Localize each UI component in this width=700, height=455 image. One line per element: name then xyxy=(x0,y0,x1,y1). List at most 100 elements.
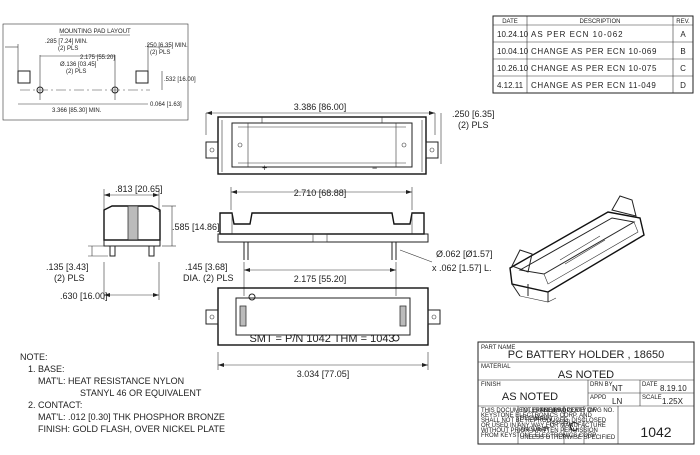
side-dim-base: .630 [16.00] xyxy=(60,291,108,301)
bottom-view: .145 [3.68] DIA. (2) PLS 2.175 [55.20] S… xyxy=(183,262,441,379)
angular-label: ANGULAR xyxy=(520,427,550,433)
scale-label: SCALE xyxy=(642,395,662,401)
rev-row-date: 4.12.11 xyxy=(497,81,524,90)
rev-row-date: 10.04.10 xyxy=(497,47,529,56)
revision-table: DATE DESCRIPTION REV. 10.24.10 AS PER EC… xyxy=(492,15,694,94)
bottom-tab-right xyxy=(427,309,441,325)
mounting-pad-layout: MOUNTING PAD LAYOUT .285 [7.24] MIN. (2)… xyxy=(2,23,196,121)
battery-cavity xyxy=(231,122,413,168)
pad-dim-center: 2.175 [55.20] xyxy=(80,55,115,61)
drn-label: DRN BY xyxy=(590,382,613,388)
finish-label: FINISH xyxy=(481,382,501,388)
scale-value: 1.25X xyxy=(662,397,684,406)
material-value: AS NOTED xyxy=(558,369,614,381)
pad-layout-frame xyxy=(2,23,189,121)
pad-left xyxy=(17,70,31,84)
pad-dim-right-qty: (2) PLS xyxy=(150,50,170,56)
note-2a: MAT'L: .012 [0.30] THK PHOSPHOR BRONZE xyxy=(38,412,225,422)
pad-right xyxy=(135,70,149,84)
rev-row-date: 10.24.10 xyxy=(497,30,529,39)
rev-row-date: 10.26.10 xyxy=(497,64,529,73)
title-block: PART NAME PC BATTERY HOLDER , 18650 MATE… xyxy=(477,341,695,445)
disclaimer-line-5: WITHOUT PRIOR WRITTEN PERMISSION xyxy=(481,428,598,434)
pad-dim-right: .250 [6.35] MIN. xyxy=(145,43,188,49)
angular-value: ± 1° xyxy=(538,427,549,433)
part-name: PC BATTERY HOLDER , 18650 xyxy=(508,349,665,361)
front-dim-pin: Ø.062 [Ø1.57] xyxy=(436,249,493,259)
pad-dim-hole: Ø.136 [03.45] xyxy=(60,62,97,68)
front-base-plate xyxy=(217,233,429,243)
front-dim-length: 2.710 [68.88] xyxy=(294,188,347,198)
drn-value: NT xyxy=(612,384,623,393)
code-value: C xyxy=(569,419,578,434)
bottom-tab-left xyxy=(205,309,219,325)
top-dim-tab: .250 [6.35] xyxy=(452,109,495,119)
disclaimer-line-2: KEYSTONE ELECTRONICS CORP. AND xyxy=(481,413,592,419)
note-2: 2. CONTACT: xyxy=(28,400,82,410)
rev-header-desc: DESCRIPTION xyxy=(579,19,620,25)
notes-title: NOTE: xyxy=(20,352,48,362)
side-dim-pin: .135 [3.43] xyxy=(46,262,89,272)
bottom-hole-right xyxy=(392,334,400,342)
date-label: DATE xyxy=(642,382,658,388)
pad-layout-title: MOUNTING PAD LAYOUT xyxy=(59,29,131,35)
pad-dim-small: 0.064 [1.63] xyxy=(150,102,182,108)
polarity-minus: − xyxy=(372,163,377,173)
rev-row-desc: CHANGE AS PER ECN 11-049 xyxy=(531,81,656,90)
front-body-outline xyxy=(219,212,425,235)
bottom-dim-overall: 3.034 [77.05] xyxy=(297,369,350,379)
polarity-plus: + xyxy=(262,163,267,173)
top-body-outline xyxy=(217,116,427,175)
finish-value: AS NOTED xyxy=(502,391,558,403)
isometric-view xyxy=(509,195,645,303)
top-tab-right xyxy=(425,141,439,159)
bottom-dim-center: 2.175 [55.20] xyxy=(294,274,347,284)
note-1a: MAT'L: HEAT RESISTANCE NYLON xyxy=(38,376,184,386)
note-1: 1. BASE: xyxy=(28,364,65,374)
part-name-label: PART NAME xyxy=(481,345,515,351)
note-1b: STANYL 46 OR EQUIVALENT xyxy=(80,388,202,398)
rev-row-rev: B xyxy=(680,47,685,56)
notes-block: NOTE: 1. BASE: MAT'L: HEAT RESISTANCE NY… xyxy=(20,352,225,434)
pad-dim-hole-qty: (2) PLS xyxy=(66,69,86,75)
material-label: MATERIAL xyxy=(481,364,511,370)
pad-dim-bottom: 3.366 [85.30] MIN. xyxy=(52,108,102,114)
bottom-hole-left xyxy=(248,293,256,301)
iso-body-outline xyxy=(509,211,645,293)
rev-row-rev: C xyxy=(680,64,686,73)
dwg-number: 1042 xyxy=(640,424,671,440)
part-marking: SMT = P/N 1042 THM = 1043 xyxy=(249,333,394,345)
rev-header-date: DATE xyxy=(502,19,518,25)
side-pin-right xyxy=(148,245,155,257)
pad-dim-right-side: .532 [16.00] xyxy=(164,77,196,83)
appd-label: APPD xyxy=(590,395,607,401)
decimal-label: DECIMAL xyxy=(520,416,547,422)
decimal-inch: ± .010 xyxy=(535,416,552,422)
rev-row-desc: AS PER ECN 10-062 xyxy=(531,30,624,39)
tol-mm-label: (MM) xyxy=(552,408,566,414)
disclaimer-line-1: THIS DOCUMENT IS THE PROPERTY OF xyxy=(481,408,597,414)
rev-header-rev: REV. xyxy=(676,19,690,25)
top-dim-tab-qty: (2) PLS xyxy=(458,120,489,130)
bottom-dim-dia: .145 [3.68] xyxy=(185,262,228,272)
rev-row-rev: A xyxy=(680,30,686,39)
tolerances-label: TOLERANCES xyxy=(520,408,561,414)
front-dim-pin-length: x .062 [1.57] L. xyxy=(432,263,492,273)
unless-specified: UNLESS OTHERWISE SPECIFIED xyxy=(520,435,616,441)
pad-dim-left: .285 [7.24] MIN. xyxy=(45,39,88,45)
disclaimer-line-3: SHALL NOT BE REPRODUCED, DISCLOSED xyxy=(481,418,607,424)
side-view: .813 [20.65] .585 [14.86] .135 [3.43] (2… xyxy=(46,184,220,301)
top-dim-length: 3.386 [86.00] xyxy=(294,102,347,112)
front-view: 2.710 [68.88] Ø.062 [Ø1.57] x .062 [1.57… xyxy=(217,187,493,273)
side-contact xyxy=(127,205,139,241)
disclaimer-line-4: OR USED IN ANY WAY FOR MANUFACTURE xyxy=(481,423,606,429)
side-dim-height: .585 [14.86] xyxy=(172,222,220,232)
disclaimer-line-6: FROM KEYSTONE ELECTRONICS CORP. xyxy=(481,433,597,439)
rev-row-rev: D xyxy=(680,81,686,90)
appd-value: LN xyxy=(612,397,622,406)
code-label: CODE xyxy=(567,408,584,414)
side-pin-left xyxy=(109,245,116,257)
side-dim-width: .813 [20.65] xyxy=(115,184,163,194)
top-tab-left xyxy=(205,141,219,159)
